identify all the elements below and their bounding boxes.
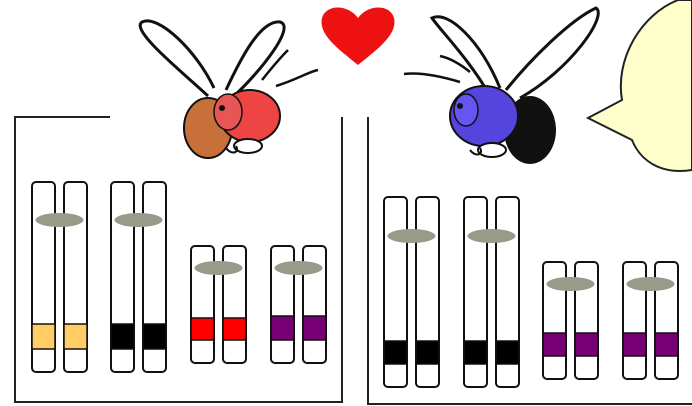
- left-chromosome-pair-2: [111, 182, 166, 372]
- chromosome-band: [655, 333, 678, 356]
- chromosome-band: [32, 324, 55, 349]
- chromosome-band: [543, 333, 566, 356]
- centromere: [468, 229, 516, 243]
- chromosome: [111, 182, 134, 372]
- chromosome-band: [575, 333, 598, 356]
- centromere: [547, 277, 595, 291]
- left-chromosome-pair-1: [32, 182, 87, 372]
- chromosome: [416, 197, 439, 387]
- chromosome-band: [111, 324, 134, 349]
- chromosome-band: [496, 341, 519, 364]
- heart-icon: [322, 8, 395, 66]
- chromosome: [464, 197, 487, 387]
- centromere: [115, 213, 163, 227]
- chromosome-band: [464, 341, 487, 364]
- speech-bubble-icon: [588, 0, 692, 171]
- fly-blue-eyed-icon: [404, 8, 598, 164]
- right-chromosome-pair-4: [623, 262, 678, 379]
- centromere: [195, 261, 243, 275]
- chromosome: [143, 182, 166, 372]
- right-chromosome-pair-1: [384, 197, 439, 387]
- chromosome-band: [384, 341, 407, 364]
- chromosome: [64, 182, 87, 372]
- chromosome: [496, 197, 519, 387]
- chromosome-band: [143, 324, 166, 349]
- centromere: [36, 213, 84, 227]
- left-chromosome-pair-4: [271, 246, 326, 363]
- chromosome-band: [64, 324, 87, 349]
- chromosome: [32, 182, 55, 372]
- right-chromosome-pair-3: [543, 262, 598, 379]
- centromere: [627, 277, 675, 291]
- chromosome-band: [303, 316, 326, 340]
- chromosome-band: [271, 316, 294, 340]
- centromere: [388, 229, 436, 243]
- right-chromosome-pair-2: [464, 197, 519, 387]
- chromosome-layer: [32, 182, 678, 387]
- chromosome-band: [416, 341, 439, 364]
- chromosome: [384, 197, 407, 387]
- chromosome-band: [191, 318, 214, 340]
- fly-red-eyed-icon: [140, 21, 318, 158]
- centromere: [275, 261, 323, 275]
- chromosome-band: [623, 333, 646, 356]
- chromosome-band: [223, 318, 246, 340]
- left-chromosome-pair-3: [191, 246, 246, 363]
